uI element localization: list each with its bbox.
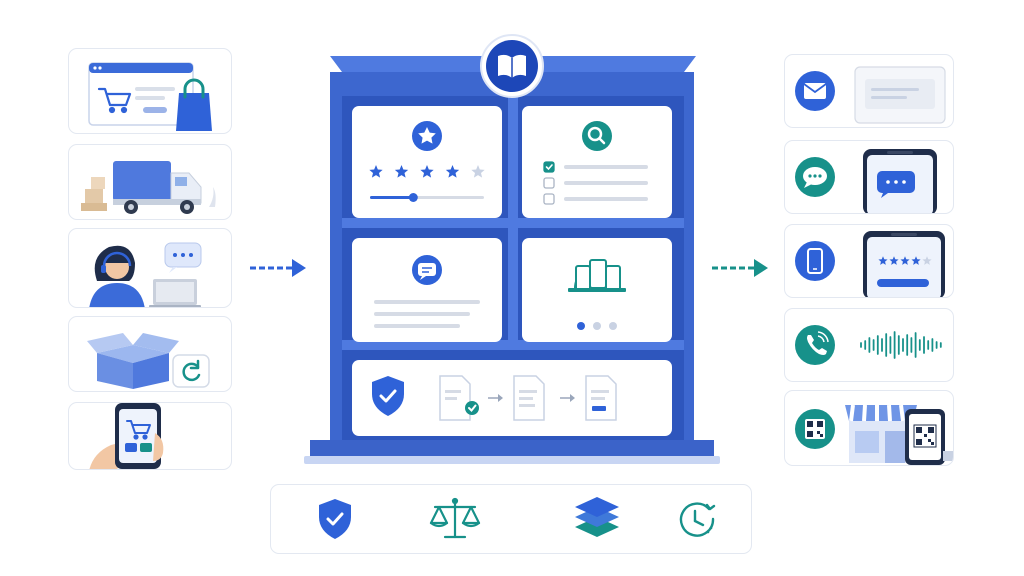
storefront-icon	[845, 404, 917, 463]
search-checklist-illustration	[543, 121, 648, 205]
messages-illustration	[374, 255, 480, 328]
carousel-dots	[577, 322, 617, 330]
star-icon	[394, 165, 409, 178]
star-icon	[900, 256, 910, 265]
right-card-email	[784, 54, 954, 128]
panel-ratings	[352, 106, 502, 218]
panel-messages	[352, 238, 502, 342]
message-icon	[412, 255, 442, 285]
panel-search-checklist	[522, 106, 672, 218]
star-icon	[889, 256, 899, 265]
principles-icons	[319, 497, 716, 539]
left-card-online-shopping	[68, 48, 232, 134]
layers-icon	[575, 497, 619, 537]
carousel-dot	[577, 322, 585, 330]
clock-history-icon	[679, 502, 716, 537]
left-card-returns	[68, 316, 232, 392]
delivery-truck-icon	[113, 161, 202, 214]
checklist	[543, 161, 648, 205]
envelope-icon	[795, 71, 835, 111]
arrow-right-icon	[560, 394, 575, 402]
star-badge-icon	[412, 121, 442, 151]
in-store-qr-illustration	[795, 404, 953, 465]
qr-code-icon	[795, 409, 835, 449]
checkbox-icon	[543, 177, 555, 189]
document-check-icon	[439, 375, 479, 421]
refresh-icon	[172, 354, 210, 388]
panel-document-flow	[352, 360, 672, 436]
carousel-dot	[609, 322, 617, 330]
customer-support-illustration	[89, 242, 202, 307]
package-boxes-icon	[81, 177, 107, 211]
shopping-bag-icon	[176, 78, 212, 131]
shield-check-icon	[372, 376, 404, 416]
mobile-reviews-illustration	[795, 231, 945, 297]
star-icon	[911, 256, 921, 265]
support-agent-icon	[89, 245, 145, 307]
arrow-right-icon	[488, 394, 503, 402]
header-book-badge	[480, 34, 544, 98]
mobile-icon	[795, 241, 835, 281]
delivery-illustration	[81, 161, 216, 214]
star-icon	[471, 165, 485, 178]
balance-scale-icon	[429, 497, 481, 539]
star-icon	[878, 256, 888, 265]
phone-qr-icon	[905, 409, 945, 465]
left-card-mobile-shopping	[68, 402, 232, 470]
checkbox-icon	[543, 193, 555, 205]
email-illustration	[795, 66, 946, 124]
rating-slider-fill	[370, 196, 414, 199]
document-form-icon	[585, 375, 617, 421]
left-card-delivery	[68, 144, 232, 220]
panel-multi-device	[522, 238, 672, 342]
star-icon	[420, 165, 434, 178]
right-card-mobile-reviews	[784, 224, 954, 298]
returns-illustration	[87, 333, 210, 389]
magnifier-icon	[582, 121, 612, 151]
right-flow-arrow-icon	[712, 259, 768, 277]
devices-icon	[568, 259, 626, 292]
left-flow-arrow-icon	[250, 259, 306, 277]
bottom-principles-bar	[270, 484, 752, 554]
checklist-line	[564, 181, 648, 185]
document-icon	[513, 375, 545, 421]
chat-illustration	[795, 149, 937, 213]
cart-icon	[126, 420, 151, 440]
book-icon	[486, 40, 538, 92]
chat-bubble-icon	[164, 242, 202, 273]
sound-wave-icon	[860, 331, 942, 359]
multi-device-illustration	[568, 259, 626, 330]
right-card-in-store-qr	[784, 390, 954, 466]
star-icon	[445, 165, 460, 178]
carousel-dot	[593, 322, 601, 330]
phone-icon	[795, 325, 835, 365]
plant-icon	[943, 451, 953, 461]
open-box-icon	[87, 333, 179, 389]
right-card-phone-call	[784, 308, 954, 382]
shield-check-icon	[319, 499, 351, 539]
checklist-line	[564, 197, 648, 201]
laptop-icon	[149, 279, 201, 307]
checklist-line	[564, 165, 648, 169]
rating-slider-knob	[408, 193, 418, 202]
speech-bubble-icon	[795, 157, 835, 197]
online-shopping-illustration	[88, 62, 212, 131]
star-icon	[922, 256, 932, 265]
mobile-shopping-illustration	[89, 403, 164, 469]
mobile-review-stars	[878, 256, 932, 265]
ratings-illustration	[369, 121, 485, 202]
phone-call-illustration	[795, 325, 942, 365]
left-card-customer-support	[68, 228, 232, 308]
check-icon	[545, 164, 553, 171]
checkbox-icon	[543, 161, 555, 173]
rating-stars	[369, 165, 485, 178]
document-flow-illustration	[372, 375, 617, 421]
star-icon	[369, 165, 383, 178]
right-card-chat	[784, 140, 954, 214]
shopping-cart-icon	[97, 87, 132, 114]
